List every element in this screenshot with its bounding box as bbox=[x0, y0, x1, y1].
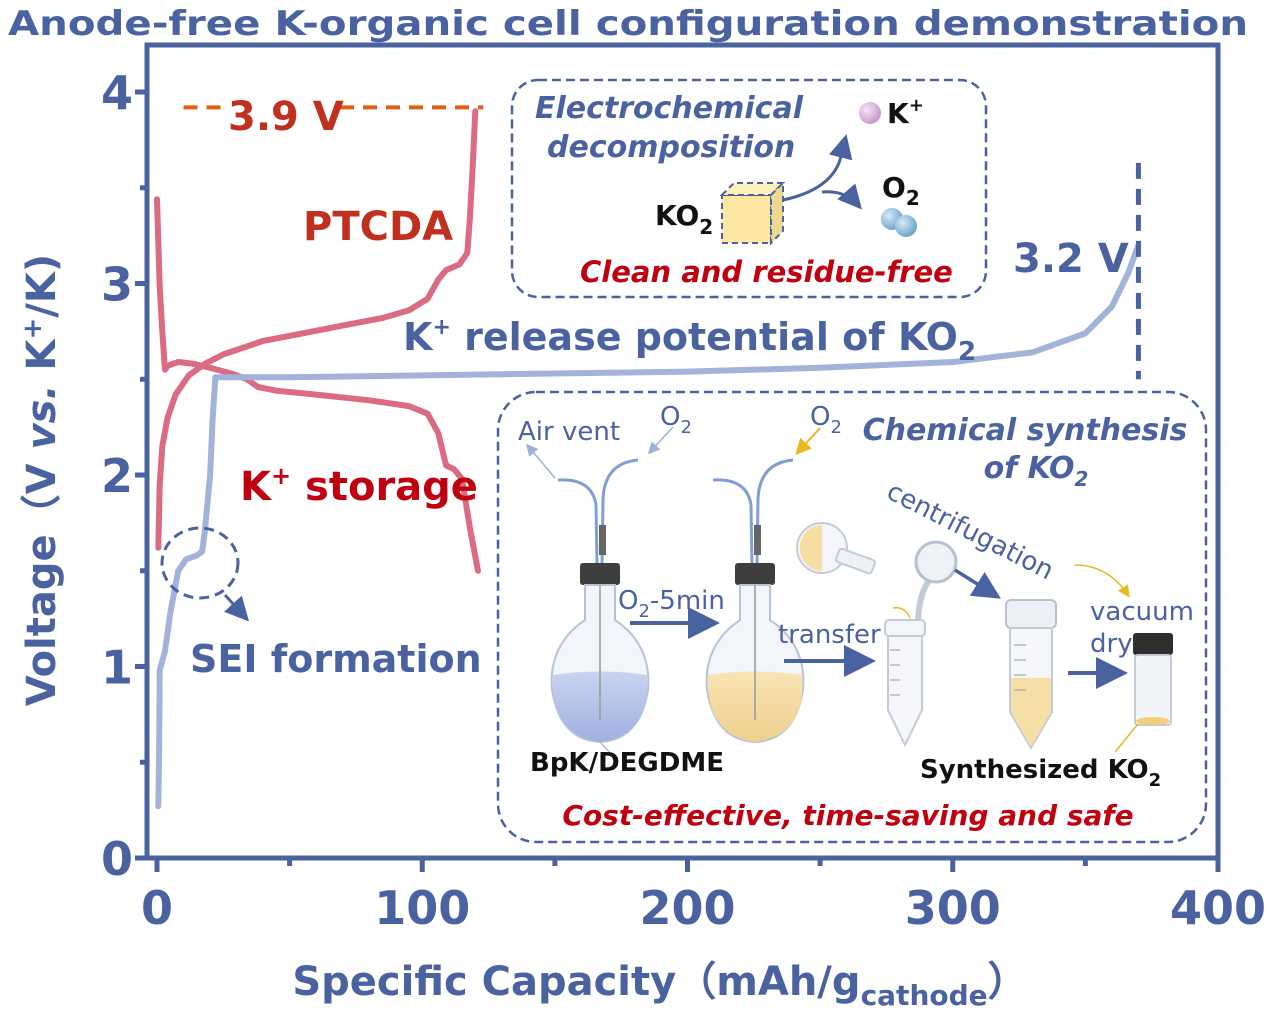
arrow-to-k bbox=[782, 134, 853, 202]
y-tick-label: 0 bbox=[101, 832, 133, 886]
ko2-label: KO2 bbox=[655, 199, 713, 239]
k-ion-label: K+ bbox=[887, 95, 924, 130]
plot-frame bbox=[144, 42, 1221, 861]
product-label: Synthesized KO2 bbox=[920, 755, 1161, 791]
x-tick-label: 100 bbox=[374, 881, 470, 935]
arrow-to-o2 bbox=[821, 183, 862, 210]
series-line-ptcda-charge bbox=[155, 108, 479, 551]
air-vent-arrow bbox=[526, 443, 556, 479]
sei-highlight-circle bbox=[160, 526, 240, 600]
cutoff-3.9v-label: 3.9 V bbox=[228, 94, 344, 140]
sei-arrow bbox=[223, 593, 250, 622]
series-layer bbox=[154, 108, 1142, 810]
k-release-potential-label: K+ release potential of KO2 bbox=[403, 315, 976, 367]
o2-inlet-label-1: O2 bbox=[660, 402, 692, 438]
synthesis-tagline: Cost-effective, time-saving and safe bbox=[562, 799, 1133, 832]
centrifuge-tube-closed-icon bbox=[1005, 599, 1057, 750]
dry-label: dry bbox=[1090, 629, 1133, 659]
product-vial-icon bbox=[1133, 633, 1173, 726]
o2-inlet-label-2: O2 bbox=[810, 402, 842, 438]
synthesis-title-line2: of KO2 bbox=[984, 451, 1089, 491]
k-ion-sphere-icon bbox=[859, 102, 881, 124]
x-tick-label: 400 bbox=[1170, 881, 1266, 935]
x-tick-label: 200 bbox=[639, 881, 735, 935]
product-pointer bbox=[1114, 723, 1139, 753]
chart-title: Anode-free K-organic cell configuration … bbox=[8, 4, 1248, 44]
flask-bpk-degdme-icon bbox=[550, 458, 650, 744]
series-line-ptcda-discharge bbox=[154, 196, 481, 574]
o2-arrow-1 bbox=[647, 426, 674, 455]
inset-electrochemical-decomposition: Electrochemical decomposition KO2 K+ O2 … bbox=[510, 78, 988, 299]
inset-tagline-clean: Clean and residue-free bbox=[580, 255, 953, 289]
y-tick-label: 4 bbox=[101, 66, 133, 120]
y-axis-label: Voltage（V vs. K+/K) bbox=[18, 254, 65, 706]
flask-reacted-icon bbox=[705, 458, 805, 744]
y-tick-label: 1 bbox=[101, 641, 133, 695]
cutoff-3.2v-label: 3.2 V bbox=[1013, 236, 1129, 282]
air-vent-label: Air vent bbox=[518, 417, 620, 447]
axes: 0 1 2 3 4 0 100 200 300 400 bbox=[101, 42, 1266, 935]
inset-title-line2: decomposition bbox=[547, 130, 795, 165]
pouring-flask-icon bbox=[796, 522, 876, 575]
step-arrow-centrifugation bbox=[954, 568, 1001, 599]
vacuum-arrow bbox=[1074, 564, 1130, 598]
series-line-ko2-charge bbox=[155, 242, 1142, 810]
y-tick-label: 2 bbox=[101, 449, 133, 503]
synthesis-title-line1: Chemical synthesis bbox=[863, 413, 1188, 448]
ko2-crystal-icon bbox=[719, 180, 786, 246]
k-storage-label: K+ storage bbox=[240, 462, 478, 510]
sei-formation-label: SEI formation bbox=[190, 637, 482, 681]
y-tick-label: 3 bbox=[101, 258, 133, 312]
inset-chemical-synthesis: Chemical synthesis of KO2 Air vent O2 O2… bbox=[496, 390, 1208, 844]
reagent-label: BpK/DEGDME bbox=[530, 748, 724, 778]
x-tick-label: 300 bbox=[905, 881, 1001, 935]
vacuum-label: vacuum bbox=[1090, 597, 1194, 627]
pour-arrow bbox=[892, 606, 911, 619]
x-tick-label: 0 bbox=[141, 881, 173, 935]
reagent-pointer bbox=[599, 741, 616, 759]
x-axis-label: Specific Capacity（mAh/gcathode） bbox=[292, 959, 1027, 1011]
o2-label: O2 bbox=[882, 171, 920, 210]
o2-molecule-icon bbox=[881, 208, 917, 237]
o2-arrow-2 bbox=[795, 427, 821, 455]
inset-title-line1: Electrochemical bbox=[535, 91, 804, 126]
ptcda-label: PTCDA bbox=[303, 204, 453, 250]
transfer-label: transfer bbox=[778, 620, 881, 650]
centrifuge-tube-open-icon bbox=[884, 540, 958, 748]
